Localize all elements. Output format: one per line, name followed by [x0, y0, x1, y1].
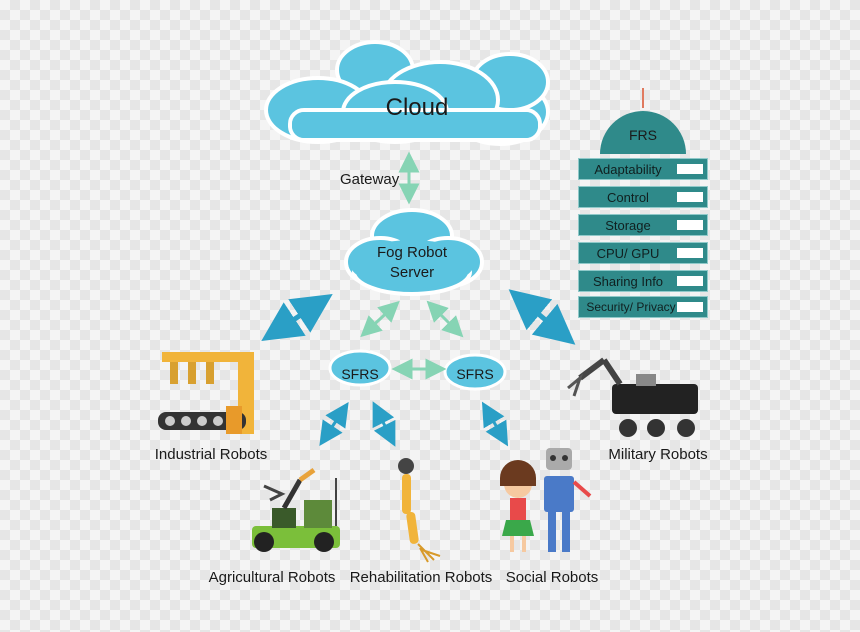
frs-dome — [600, 111, 686, 154]
sfrs-cloud-left — [328, 349, 392, 387]
gateway-label: Gateway — [340, 171, 400, 188]
military-robot-icon — [567, 357, 698, 437]
fog-sfrs-arrows — [360, 300, 464, 380]
rehabilitation-robots-label: Rehabilitation Robots — [349, 569, 493, 586]
industrial-robots-label: Industrial Robots — [154, 446, 268, 463]
agricultural-robot-icon — [252, 467, 340, 552]
frs-row-label: Control — [607, 190, 649, 205]
cloud-label: Cloud — [385, 94, 449, 121]
frs-slot — [677, 164, 703, 174]
sfrs-right-label: SFRS — [456, 366, 494, 382]
robot-arrows — [261, 289, 576, 447]
fog-server-line2: Server — [389, 264, 435, 281]
rehabilitation-robot-icon — [398, 458, 441, 563]
industrial-robot-icon — [158, 352, 254, 434]
frs-row-label: Sharing Info — [592, 274, 664, 289]
frs-slot — [677, 192, 703, 202]
frs-row-label: CPU/ GPU — [596, 246, 660, 261]
frs-row-control: Control — [578, 186, 708, 208]
frs-row-sharing-info: Sharing Info — [578, 270, 708, 292]
frs-row-storage: Storage — [578, 214, 708, 236]
frs-row-security-privacy: Security/ Privacy — [578, 296, 708, 318]
frs-row-adaptability: Adaptability — [578, 158, 708, 180]
social-robots-icon — [500, 448, 592, 552]
social-robots-label: Social Robots — [505, 569, 599, 586]
frs-slot — [677, 248, 703, 258]
fog-server-label: Fog Robot Server — [377, 243, 447, 283]
sfrs-left-label: SFRS — [341, 366, 379, 382]
frs-row-label: Storage — [605, 218, 651, 233]
frs-row-label: Adaptability — [594, 162, 662, 177]
fog-server-line1: Fog Robot — [376, 244, 448, 261]
frs-slot — [677, 220, 703, 230]
agricultural-robots-label: Agricultural Robots — [208, 569, 336, 586]
frs-row-label: Security/ Privacy — [586, 300, 676, 314]
frs-title: FRS — [629, 127, 657, 143]
frs-row-cpu-gpu: CPU/ GPU — [578, 242, 708, 264]
frs-slot — [677, 276, 703, 286]
frs-slot — [677, 302, 703, 312]
military-robots-label: Military Robots — [608, 446, 708, 463]
